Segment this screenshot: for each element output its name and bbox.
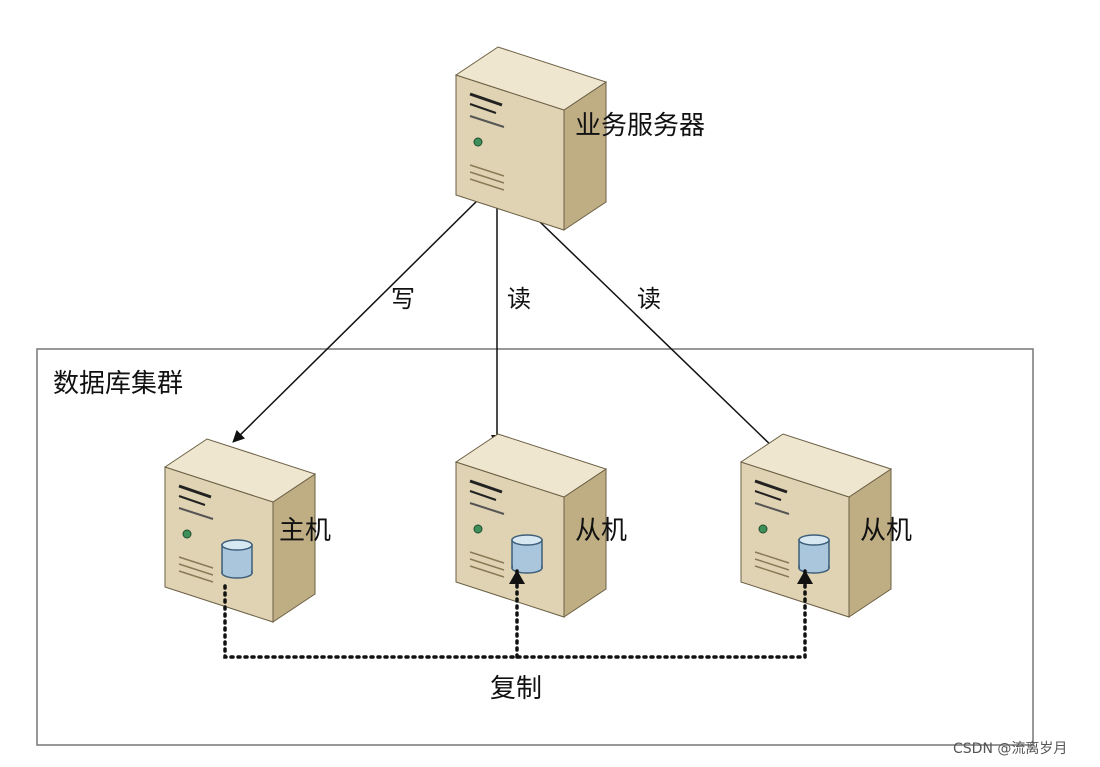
cluster-title: 数据库集群	[53, 369, 183, 399]
cluster-frame	[36, 348, 1034, 746]
replication-label: 复制	[490, 674, 542, 704]
database-icon	[221, 539, 253, 579]
slave-right-label: 从机	[860, 516, 912, 546]
database-icon	[798, 534, 830, 574]
app-server-label: 业务服务器	[575, 111, 705, 141]
database-icon	[511, 534, 543, 574]
read-arrow-right	[509, 192, 779, 453]
watermark: CSDN @流离岁月	[953, 740, 1067, 757]
read-label-right: 读	[637, 285, 661, 313]
slave-center-label: 从机	[575, 516, 627, 546]
read-label-center: 读	[507, 285, 531, 313]
write-arrow	[232, 192, 486, 443]
master-label: 主机	[279, 516, 331, 546]
replication-line	[223, 584, 807, 659]
write-label: 写	[391, 285, 415, 313]
